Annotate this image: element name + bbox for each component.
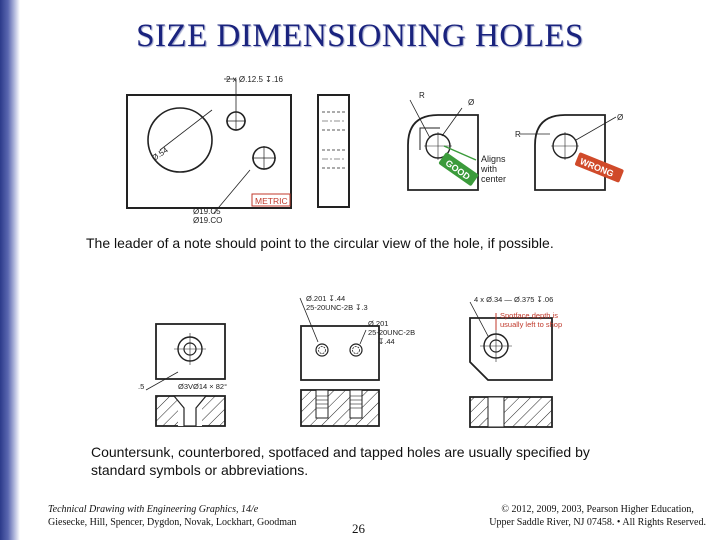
aligns-text-1: Aligns xyxy=(481,154,506,164)
spotfaced-section xyxy=(469,396,553,428)
countersink-note: Ø3VØ14 × 82° xyxy=(178,382,227,391)
aligns-text-2: with xyxy=(480,164,497,174)
footer-authors: Giesecke, Hill, Spencer, Dygdon, Novak, … xyxy=(48,517,297,528)
tap-note-2b: 25-20UNC-2B xyxy=(368,328,415,337)
copyright-line-2: Upper Saddle River, NJ 07458. • All Righ… xyxy=(489,517,706,528)
depth-note: .5 xyxy=(138,382,144,391)
good-hole-fill xyxy=(419,127,440,150)
tapped-section xyxy=(300,389,380,427)
svg-text:Ø: Ø xyxy=(468,98,474,107)
tap-note-1a: Ø.201 ↧.44 xyxy=(306,294,345,303)
note-top-text: 2 x Ø.12.5 ↧.16 xyxy=(226,75,284,84)
footer-book-title: Technical Drawing with Engineering Graph… xyxy=(48,504,259,515)
svg-text:R: R xyxy=(515,130,521,139)
metric-box xyxy=(251,193,291,207)
spotface-callout-2: usually left to shop xyxy=(500,320,562,329)
spotface-note: 4 x Ø.34 — Ø.375 ↧.06 xyxy=(474,295,553,304)
copyright-line-1: © 2012, 2009, 2003, Pearson Higher Educa… xyxy=(501,504,694,515)
wrong-bracket-outline xyxy=(534,114,606,191)
aligns-text-3: center xyxy=(481,174,506,184)
countersunk-top-view xyxy=(155,323,226,380)
tap-note-2a: Ø.201 xyxy=(368,319,388,328)
spotface-callout-1: Spotface depth is xyxy=(500,311,558,320)
page-number: 26 xyxy=(352,521,365,536)
metric-label: METRIC xyxy=(255,196,288,206)
tapped-top-view xyxy=(300,325,380,381)
caption-bottom: Countersunk, counterbored, spotfaced and… xyxy=(91,444,590,478)
plate-side-view xyxy=(317,94,350,208)
tap-note-2c: ↧.44 xyxy=(378,337,395,346)
caption-top: The leader of a note should point to the… xyxy=(86,235,554,251)
dia-bottom-1: Ø19.C5 xyxy=(193,207,221,216)
footer-book-info: Technical Drawing with Engineering Graph… xyxy=(48,503,296,529)
svg-text:R: R xyxy=(419,91,425,100)
spotfaced-top-view xyxy=(469,317,553,381)
footer-copyright: © 2012, 2009, 2003, Pearson Higher Educa… xyxy=(489,503,706,529)
tap-note-1b: 25-20UNC-2B ↧.3 xyxy=(306,303,368,312)
dia-bottom-2: Ø19.CO xyxy=(193,216,222,225)
plate-front-view xyxy=(126,94,292,209)
svg-text:Ø: Ø xyxy=(617,113,623,122)
slide-title: SIZE DIMENSIONING HOLES xyxy=(136,18,584,54)
large-hole xyxy=(147,107,213,173)
sidebar-gradient xyxy=(0,0,20,540)
